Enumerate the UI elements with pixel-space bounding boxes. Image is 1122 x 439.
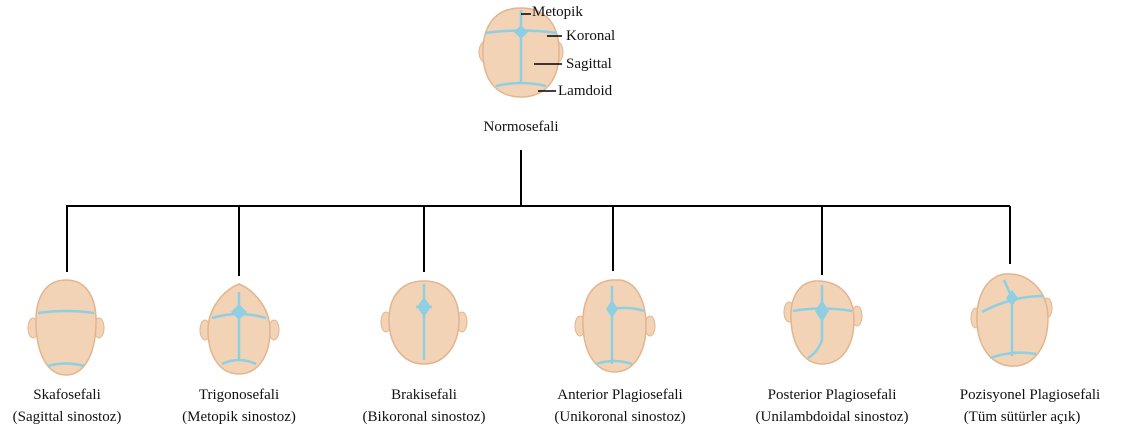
suture-label-coronal: Koronal — [566, 26, 615, 46]
type-name-4: Anterior Plagiosefali — [557, 385, 682, 405]
trigonocephaly-skull-illustration — [200, 284, 279, 374]
anterior-plagiocephaly-skull-illustration — [575, 280, 655, 372]
type-detail-5: (Unilambdoidal sinostoz) — [756, 407, 909, 427]
positional-plagiocephaly-skull-illustration — [971, 274, 1052, 366]
scaphocephaly-skull-illustration — [28, 280, 104, 375]
type-name-2: Trigonosefali — [199, 385, 279, 405]
suture-label-lambdoid: Lamdoid — [558, 81, 612, 101]
posterior-plagiocephaly-skull-illustration — [784, 281, 862, 364]
type-detail-6: (Tüm sütürler açık) — [964, 407, 1081, 427]
type-name-5: Posterior Plagiosefali — [768, 385, 897, 405]
type-detail-3: (Bikoronal sinostoz) — [363, 407, 486, 427]
root-label-normocephaly: Normosefali — [484, 117, 559, 137]
type-name-3: Brakisefali — [391, 385, 457, 405]
type-name-6: Pozisyonel Plagiosefali — [960, 385, 1100, 405]
type-detail-4: (Unikoronal sinostoz) — [554, 407, 685, 427]
tree-connectors — [66, 150, 1010, 276]
type-name-1: Skafosefali — [33, 385, 100, 405]
type-detail-1: (Sagittal sinostoz) — [13, 407, 122, 427]
brachycephaly-skull-illustration — [381, 281, 467, 364]
type-detail-2: (Metopik sinostoz) — [182, 407, 296, 427]
suture-label-metopic: Metopik — [532, 2, 583, 22]
suture-label-sagittal: Sagittal — [566, 54, 612, 74]
